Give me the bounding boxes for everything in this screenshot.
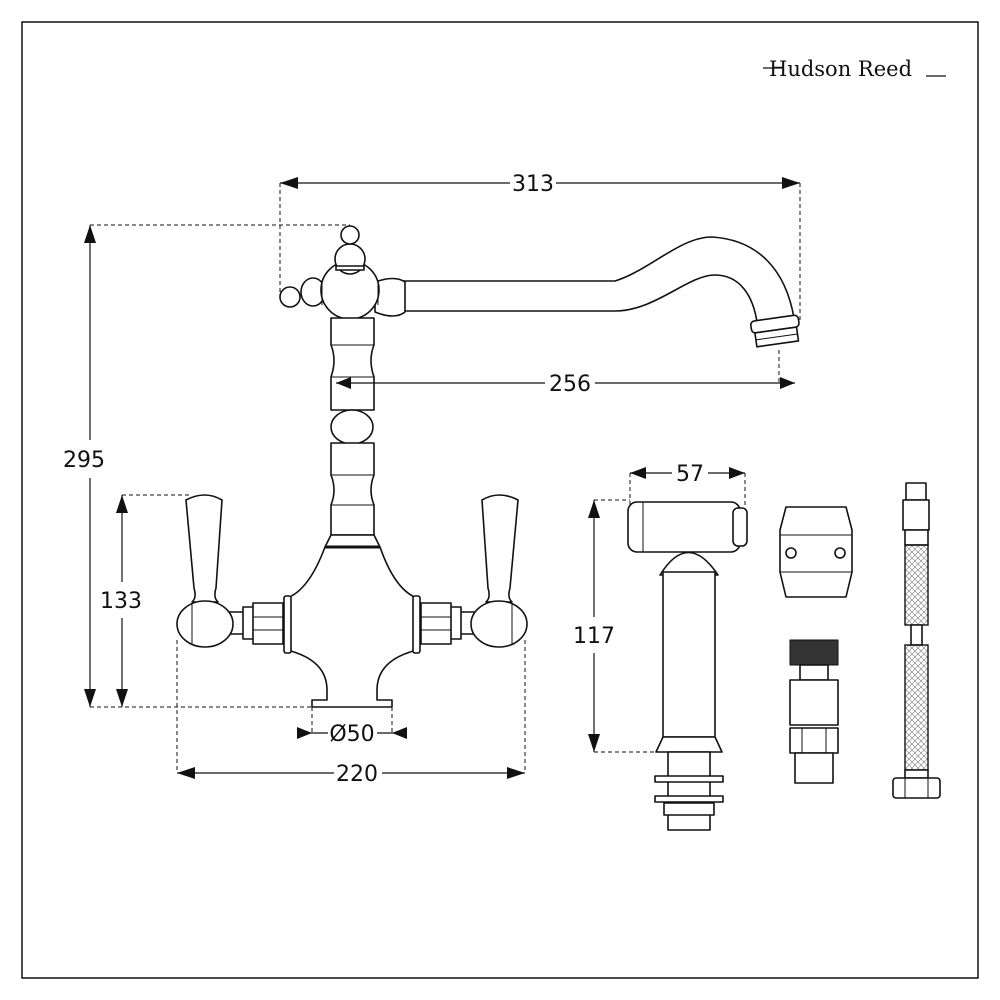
svg-text:256: 256: [549, 372, 591, 397]
connector: [789, 639, 839, 784]
dimension-117: 117: [573, 500, 615, 752]
dimension-57: 57: [630, 462, 745, 487]
dimension-diameter-50: Ø50: [297, 722, 407, 747]
hose-clamp: [779, 506, 853, 598]
svg-text:Ø50: Ø50: [329, 722, 374, 747]
dimension-313: 313: [280, 172, 800, 197]
svg-text:133: 133: [100, 589, 142, 614]
drawing-frame: [21, 21, 979, 979]
left-lever-handle: [176, 494, 284, 648]
hand-spray: [627, 501, 748, 831]
kitchen-mixer-tap: [176, 225, 800, 708]
tap-body: [286, 534, 418, 708]
svg-text:220: 220: [336, 762, 378, 787]
right-lever-handle: [420, 494, 528, 648]
dimension-220: 220: [177, 762, 525, 787]
svg-text:295: 295: [63, 448, 105, 473]
brand-logo: Hudson Reed: [763, 57, 946, 81]
dimension-295: 295: [63, 225, 105, 707]
svg-text:117: 117: [573, 624, 615, 649]
spout: [399, 236, 795, 323]
svg-text:313: 313: [512, 172, 554, 197]
spout-nozzle: [750, 314, 800, 348]
svg-text:57: 57: [676, 462, 704, 487]
svg-text:Hudson Reed: Hudson Reed: [769, 57, 912, 81]
dimension-133: 133: [100, 495, 142, 707]
flexible-hose: [892, 482, 941, 799]
extension-lines: [90, 183, 801, 773]
column: [330, 317, 375, 411]
dimension-256: 256: [336, 372, 795, 397]
